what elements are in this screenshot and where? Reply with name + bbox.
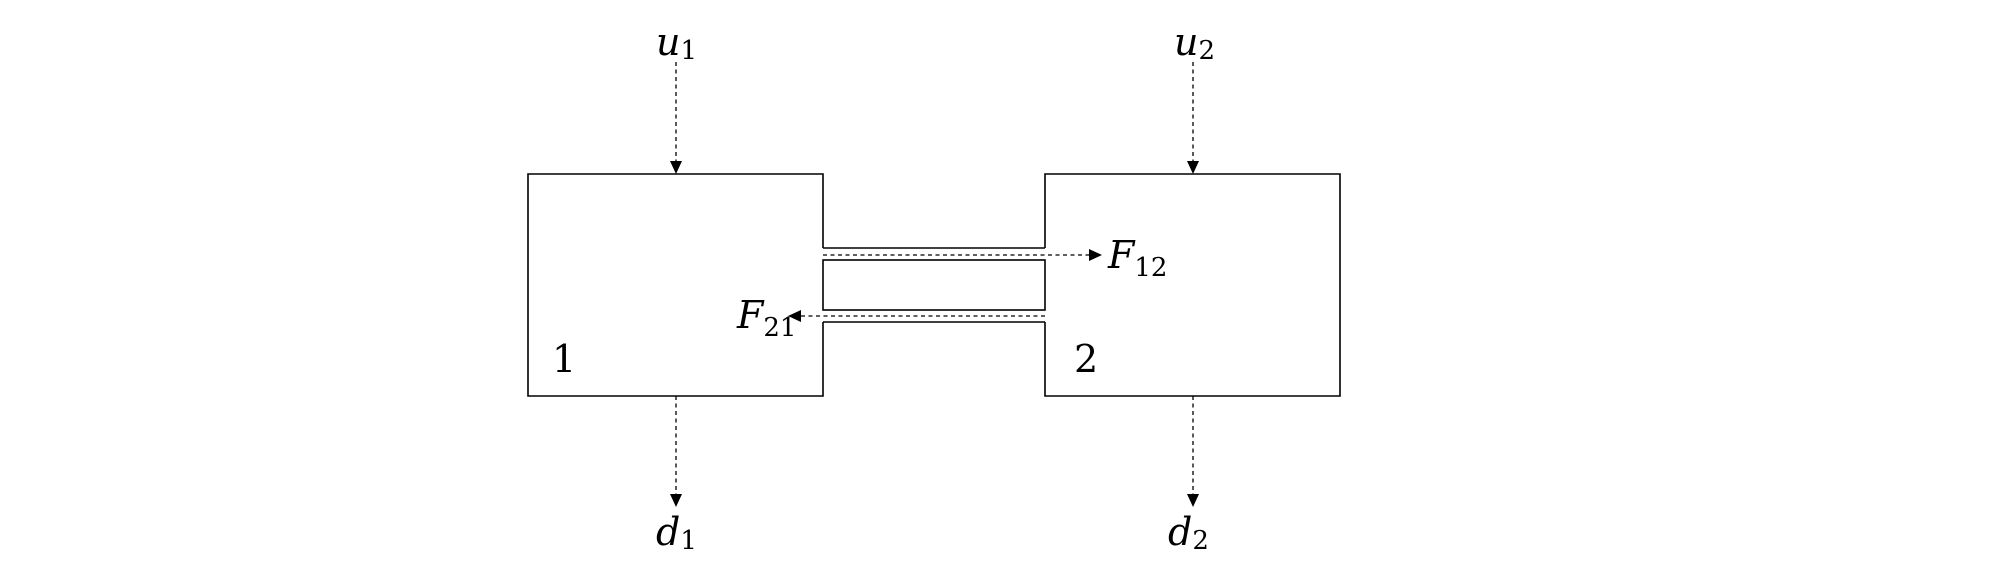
label-u2: u2	[1174, 20, 1215, 66]
label-d1: d1	[656, 510, 697, 556]
outflow-d2-arrow-head	[1187, 494, 1199, 507]
tank-2-number: 2	[1074, 337, 1098, 381]
outflow-d1-arrow-head	[670, 494, 682, 507]
tank-1-shape	[527, 173, 824, 397]
flow-f21-arrow-head	[788, 310, 801, 322]
tank-2-shape	[1044, 173, 1341, 397]
label-u1: u1	[656, 20, 697, 66]
label-d2: d2	[1168, 510, 1209, 556]
inflow-u1-arrow-head	[670, 161, 682, 174]
label-f21: F21	[736, 293, 796, 343]
inflow-u2-arrow-head	[1187, 161, 1199, 174]
label-f12: F12	[1107, 233, 1167, 283]
flow-f12-arrow-head	[1089, 249, 1102, 261]
pipe-separator	[822, 259, 1046, 311]
tank-1-number: 1	[552, 337, 576, 381]
